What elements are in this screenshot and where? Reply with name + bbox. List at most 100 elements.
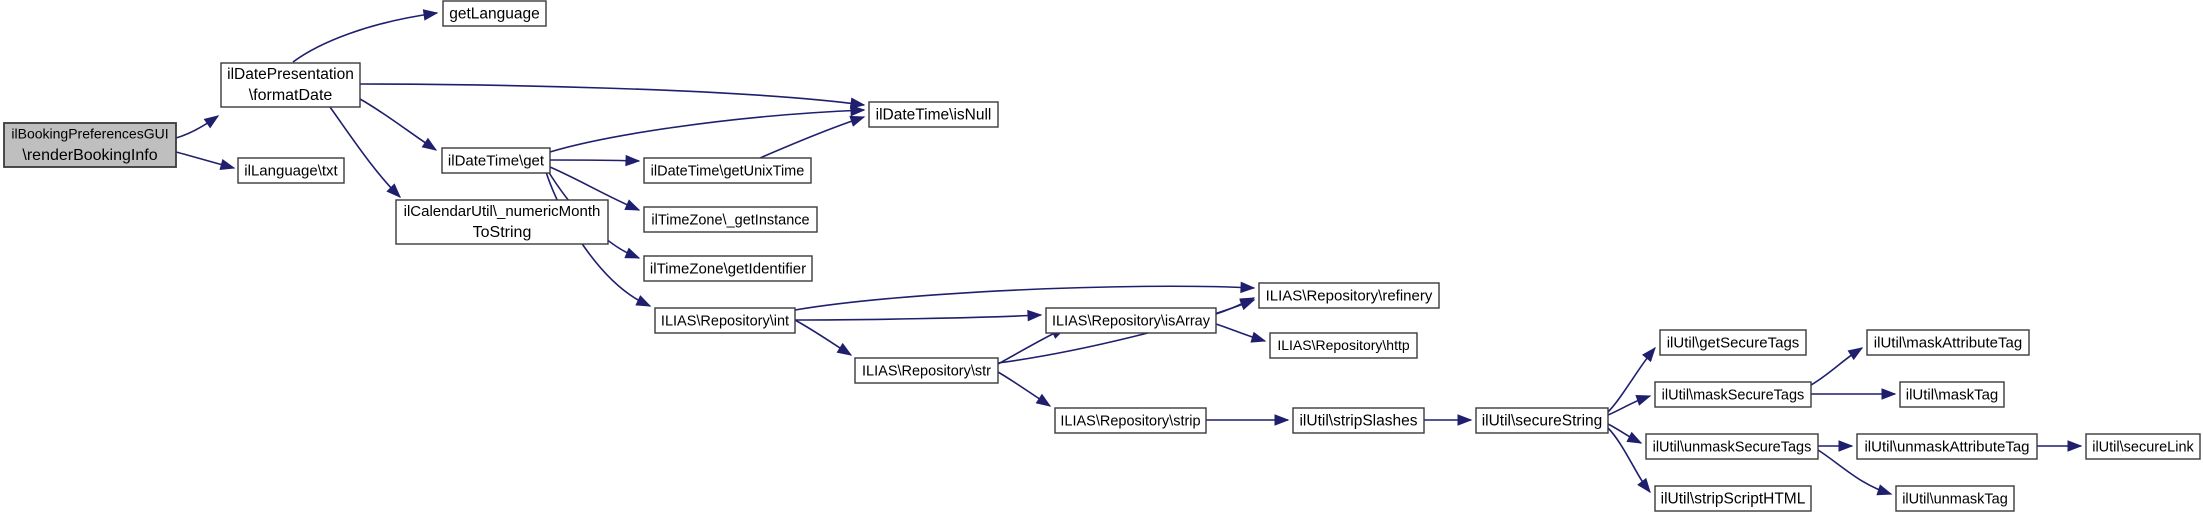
- graph-node[interactable]: ILIAS\Repository\isArray: [1045, 307, 1217, 334]
- node-box[interactable]: [220, 62, 361, 108]
- node-box[interactable]: [868, 101, 999, 128]
- node-box[interactable]: [1866, 329, 2030, 356]
- node-box-current[interactable]: [3, 122, 177, 168]
- edge-line: [292, 12, 438, 63]
- graph-node[interactable]: ilUtil\maskTag: [1899, 381, 2005, 408]
- node-box[interactable]: [2085, 433, 2201, 460]
- call-edge: [1215, 323, 1267, 343]
- graph-node[interactable]: ilBookingPreferencesGUI\renderBookingInf…: [3, 122, 177, 168]
- call-edge: [1817, 449, 1893, 496]
- edge-arrowhead: [1881, 388, 1897, 400]
- call-edge: [1810, 347, 1864, 386]
- node-label: ilUtil\secureLink: [2092, 439, 2194, 455]
- node-box[interactable]: [395, 199, 609, 245]
- graph-node[interactable]: ILIAS\Repository\int: [654, 307, 796, 334]
- node-label: ilUtil\stripSlashes: [1299, 413, 1417, 430]
- edge-line: [359, 83, 865, 106]
- node-box[interactable]: [854, 357, 999, 384]
- node-label: ILIAS\Repository\int: [661, 313, 789, 329]
- graph-node[interactable]: ilTimeZone\getIdentifier: [643, 255, 813, 282]
- node-label: ILIAS\Repository\refinery: [1266, 287, 1433, 304]
- node-box[interactable]: [1659, 329, 1807, 356]
- call-edge: [997, 371, 1052, 407]
- node-box[interactable]: [1895, 485, 2015, 512]
- node-box[interactable]: [1475, 407, 1609, 434]
- graph-node[interactable]: ilUtil\maskSecureTags: [1654, 381, 1812, 408]
- call-edge: [549, 154, 641, 167]
- graph-node[interactable]: ilUtil\maskAttributeTag: [1866, 329, 2030, 356]
- edge-arrowhead: [850, 104, 866, 117]
- graph-node[interactable]: ilUtil\unmaskTag: [1895, 485, 2015, 512]
- node-label: ilUtil\unmaskAttributeTag: [1864, 438, 2029, 455]
- edge-arrowhead: [1250, 331, 1267, 343]
- edge-arrowhead: [1876, 484, 1893, 496]
- graph-node[interactable]: ilDatePresentation\formatDate: [220, 62, 361, 108]
- graph-node[interactable]: ilUtil\secureString: [1475, 407, 1609, 434]
- graph-node[interactable]: ilDateTime\get: [441, 147, 551, 174]
- node-box[interactable]: [1054, 407, 1207, 434]
- graph-node[interactable]: ilUtil\stripScriptHTML: [1654, 485, 1812, 512]
- edge-arrowhead: [203, 115, 220, 129]
- node-label: ilDatePresentation: [227, 66, 354, 83]
- node-box[interactable]: [654, 307, 796, 334]
- graph-node[interactable]: ilDateTime\isNull: [868, 101, 999, 128]
- node-label: ilDateTime\getUnixTime: [651, 163, 805, 179]
- graph-node[interactable]: ILIAS\Repository\http: [1269, 332, 1418, 359]
- node-box[interactable]: [441, 147, 551, 174]
- graph-node[interactable]: ilDateTime\getUnixTime: [643, 157, 812, 184]
- node-box[interactable]: [643, 206, 818, 233]
- node-label: ilUtil\getSecureTags: [1667, 334, 1800, 351]
- call-edge: [175, 151, 236, 171]
- graph-node[interactable]: ilUtil\getSecureTags: [1659, 329, 1807, 356]
- node-label: ilUtil\unmaskTag: [1902, 491, 2008, 507]
- node-label: ilDateTime\get: [448, 152, 545, 169]
- node-box[interactable]: [1856, 433, 2038, 460]
- node-box[interactable]: [1899, 381, 2005, 408]
- call-edge: [359, 98, 438, 151]
- edge-line: [794, 285, 1255, 311]
- edge-arrowhead: [1838, 440, 1854, 452]
- edge-arrowhead: [1239, 297, 1256, 309]
- node-box[interactable]: [1045, 307, 1217, 334]
- edge-arrowhead: [1635, 394, 1652, 406]
- graph-node[interactable]: ilUtil\unmaskSecureTags: [1645, 433, 1819, 460]
- edge-line: [794, 314, 1042, 321]
- graph-node[interactable]: getLanguage: [442, 0, 547, 27]
- graph-node[interactable]: ilUtil\secureLink: [2085, 433, 2201, 460]
- node-box[interactable]: [1292, 407, 1425, 434]
- call-edge: [1423, 414, 1473, 426]
- node-box[interactable]: [237, 157, 345, 184]
- graph-node[interactable]: ilUtil\stripSlashes: [1292, 407, 1425, 434]
- call-edge: [1215, 297, 1256, 315]
- graph-node[interactable]: ILIAS\Repository\str: [854, 357, 999, 384]
- node-box[interactable]: [1269, 332, 1418, 359]
- edge-layer: [175, 9, 2083, 496]
- node-label: ILIAS\Repository\str: [862, 363, 991, 379]
- node-box[interactable]: [643, 157, 812, 184]
- call-edge: [549, 104, 866, 153]
- call-edge: [545, 171, 652, 307]
- graph-node[interactable]: ILIAS\Repository\strip: [1054, 407, 1207, 434]
- edge-arrowhead: [1274, 414, 1290, 426]
- graph-node[interactable]: ilLanguage\txt: [237, 157, 345, 184]
- call-edge: [759, 115, 866, 159]
- node-label: ilUtil\stripScriptHTML: [1661, 491, 1806, 508]
- node-label: ilLanguage\txt: [244, 162, 338, 179]
- node-box[interactable]: [1654, 485, 1812, 512]
- node-box[interactable]: [1654, 381, 1812, 408]
- call-edge: [2036, 440, 2083, 452]
- graph-node[interactable]: ilUtil\unmaskAttributeTag: [1856, 433, 2038, 460]
- node-box[interactable]: [1645, 433, 1819, 460]
- call-edge: [1205, 414, 1290, 426]
- node-box[interactable]: [643, 255, 813, 282]
- node-label-second-line: \renderBookingInfo: [22, 147, 157, 164]
- node-box[interactable]: [442, 0, 547, 27]
- graph-node[interactable]: ilTimeZone\_getInstance: [643, 206, 818, 233]
- node-box[interactable]: [1258, 282, 1440, 309]
- edge-arrowhead: [624, 199, 641, 211]
- node-label: getLanguage: [449, 6, 540, 23]
- graph-node[interactable]: ILIAS\Repository\refinery: [1258, 282, 1440, 309]
